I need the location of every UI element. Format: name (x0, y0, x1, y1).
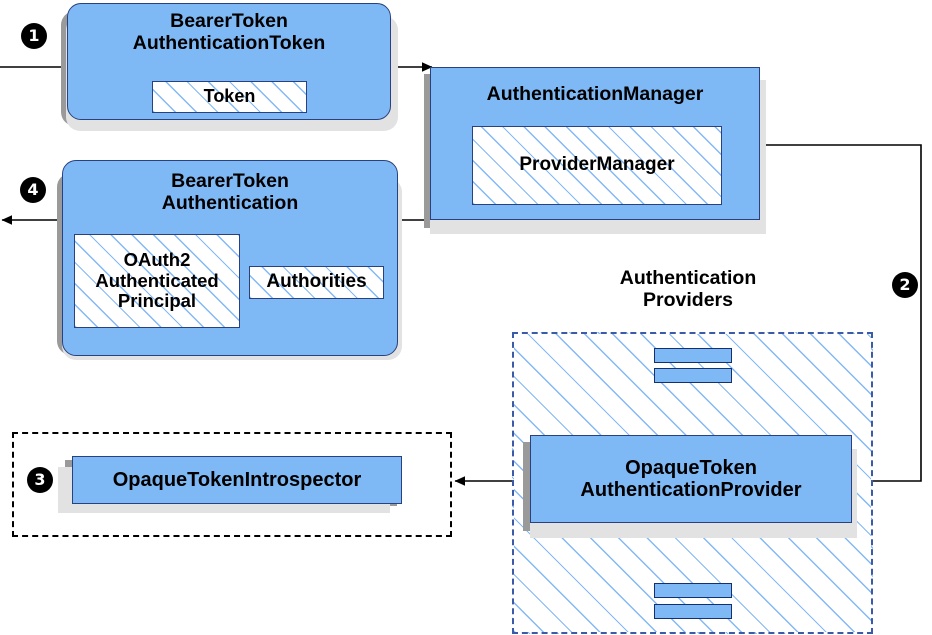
step-marker-3: 3 (27, 467, 53, 493)
authentication-providers-group-label: Authentication Providers (553, 267, 823, 311)
provider-slot-top-bar-2 (654, 368, 732, 383)
authorities-inner-box[interactable]: Authorities (249, 266, 384, 299)
step-marker-2-label: 2 (899, 275, 911, 294)
token-inner-box[interactable]: Token (152, 81, 307, 113)
opaque-token-introspector-block[interactable]: OpaqueTokenIntrospector (72, 456, 402, 504)
authentication-manager-title: AuthenticationManager (486, 83, 704, 105)
block-title-line1: BearerToken (171, 170, 289, 192)
block-title-line1: BearerToken (170, 10, 288, 32)
principal-line2: Authenticated (95, 269, 219, 291)
principal-line3: Principal (117, 290, 197, 312)
provider-slot-bottom-bar-1 (654, 583, 732, 598)
step-marker-4: 4 (20, 177, 46, 203)
step-marker-2: 2 (892, 272, 918, 298)
step-marker-4-label: 4 (27, 180, 39, 199)
authentication-manager-block[interactable]: AuthenticationManager ProviderManager (430, 67, 760, 220)
block-title-line1: OpaqueToken (625, 456, 757, 479)
provider-slot-top-bar-1 (654, 348, 732, 363)
step-marker-1-label: 1 (28, 26, 40, 45)
principal-line1: OAuth2 (123, 249, 191, 271)
provider-manager-label: ProviderManager (519, 154, 675, 176)
oauth2-authenticated-principal-inner-box[interactable]: OAuth2 Authenticated Principal (74, 234, 240, 328)
provider-manager-inner-box[interactable]: ProviderManager (472, 126, 722, 205)
block-title-line2: Authentication (161, 191, 299, 214)
provider-slot-bottom-bar-2 (654, 604, 732, 619)
token-label: Token (203, 86, 256, 107)
opaque-token-authentication-provider-block[interactable]: OpaqueToken AuthenticationProvider (530, 435, 852, 523)
bearer-token-authentication-token-block[interactable]: BearerToken AuthenticationToken Token (67, 3, 391, 120)
group-label-line2: Providers (643, 289, 733, 312)
authorities-label: Authorities (266, 271, 367, 293)
block-title-line2: AuthenticationToken (132, 31, 326, 54)
opaque-token-introspector-title: OpaqueTokenIntrospector (112, 468, 362, 491)
bearer-token-authentication-block[interactable]: BearerToken Authentication OAuth2 Authen… (62, 160, 398, 356)
step-marker-3-label: 3 (34, 470, 46, 489)
group-label-line1: Authentication (619, 267, 757, 289)
step-marker-1: 1 (21, 23, 47, 49)
block-title-line2: AuthenticationProvider (580, 479, 802, 501)
